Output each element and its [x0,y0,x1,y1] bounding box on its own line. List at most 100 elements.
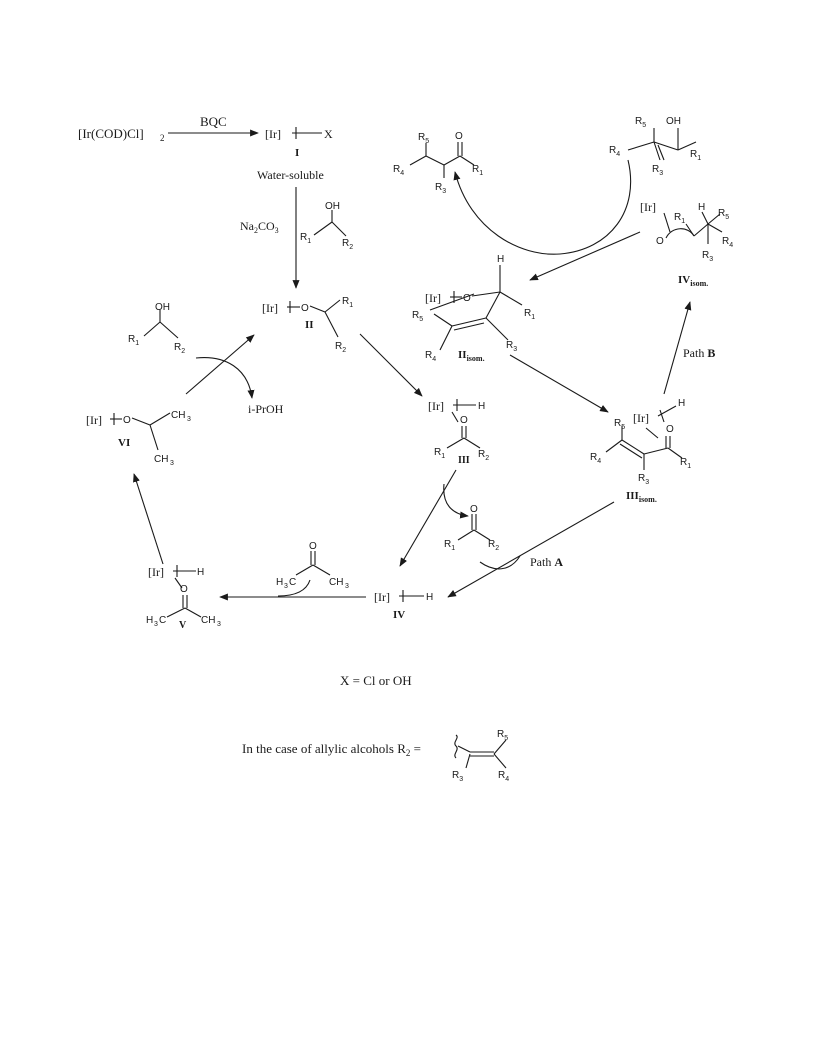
label-IV-isom: IVisom. [678,274,708,288]
bqc-label: BQC [200,114,227,129]
svg-text:R5: R5 [635,116,646,129]
svg-text:O: O [301,303,309,314]
label-IV: IV [393,609,405,621]
intermediate-II-isom: H [Ir] O R1 R5 R3 R4 IIisom. [412,254,535,363]
svg-text:O: O [123,415,131,426]
svg-text:[Ir]: [Ir] [86,413,102,427]
na2co3-label: Na2CO3 [240,219,279,235]
svg-text:H: H [497,254,504,265]
svg-text:R5: R5 [718,208,729,221]
ketone-product: O R1 R2 [444,504,499,552]
intermediate-II: [Ir] O R1 R2 II [262,296,353,354]
label-I: I [295,147,299,159]
arrow-III-to-IV [399,469,457,567]
svg-text:CH: CH [329,577,343,588]
svg-text:[Ir]: [Ir] [428,399,444,413]
intermediate-IV: [Ir] H IV [374,590,433,621]
arrow-path-A [447,501,615,598]
label-III: III [458,455,470,466]
svg-text:R3: R3 [652,164,663,177]
arrow-II-to-III [359,333,423,397]
precursor-complex: [Ir(COD)Cl] 2 [78,126,165,143]
svg-text:CH: CH [154,454,168,465]
svg-text:O: O [463,293,471,304]
svg-text:R1: R1 [472,164,483,177]
intermediate-III: [Ir] H O R1 R2 III [428,399,489,466]
acetone-in-curve [277,579,311,597]
svg-text:In the case of allylic alcohol: In the case of allylic alcohols R2 = [242,741,421,758]
svg-text:OH: OH [666,116,681,127]
svg-text:O: O [666,424,674,435]
svg-text:[Ir]: [Ir] [633,411,649,425]
svg-text:R5: R5 [418,132,429,145]
svg-text:R4: R4 [722,236,733,249]
label-II-isom: IIisom. [458,349,485,363]
catalyst-I: [Ir] X I Water-soluble [257,127,333,182]
svg-text:R3: R3 [452,770,463,783]
svg-text:R2: R2 [174,342,185,355]
svg-text:3: 3 [284,583,288,590]
svg-text:R5: R5 [412,310,423,323]
svg-text:3: 3 [217,621,221,628]
arrow-II-isom-to-III-isom [509,354,609,413]
svg-text:R4: R4 [393,164,404,177]
intermediate-III-isom: [Ir] H O R5 R4 R1 R3 IIIisom. [590,398,691,504]
svg-text:H: H [197,567,204,578]
svg-text:O: O [470,504,478,515]
x-definition: X = Cl or OH [340,673,412,688]
allylic-alcohol-substrate: R5 OH R4 R1 R3 [609,116,701,177]
svg-text:R2: R2 [478,449,489,462]
svg-text:3: 3 [170,460,174,467]
arrow-substrate-to-II-isom [529,231,641,281]
svg-text:R3: R3 [506,340,517,353]
substrate-alcohol-left: OH R1 R2 [128,302,185,355]
acetone-reagent: O H 3 C CH 3 [276,541,349,590]
wavy-bond-icon [454,734,458,759]
svg-text:H: H [478,401,485,412]
water-soluble-label: Water-soluble [257,168,324,182]
ketone-release-curve [443,483,469,519]
svg-text:CH: CH [171,410,185,421]
svg-text:[Ir]: [Ir] [640,200,656,214]
svg-text:R1: R1 [342,296,353,309]
svg-text:H: H [678,398,685,409]
svg-text:X: X [324,127,333,141]
svg-text:R1: R1 [434,447,445,460]
svg-text:H: H [426,592,433,603]
svg-text:[Ir]: [Ir] [148,565,164,579]
svg-text:OH: OH [325,201,340,212]
svg-text:R4: R4 [498,770,509,783]
svg-text:3: 3 [345,583,349,590]
svg-text:3: 3 [187,416,191,423]
svg-text:OH: OH [155,302,170,313]
substrate-alcohol-top: OH R1 R2 [300,201,353,251]
svg-text:H: H [698,202,705,213]
svg-text:R3: R3 [638,473,649,486]
svg-text:C: C [159,615,166,626]
svg-text:R1: R1 [128,334,139,347]
svg-text:[Ir(COD)Cl]: [Ir(COD)Cl] [78,126,144,141]
label-VI: VI [118,437,130,449]
svg-text:R1: R1 [300,232,311,245]
path-A-release-curve [479,555,521,570]
svg-text:R2: R2 [342,238,353,251]
intermediate-VI: [Ir] O CH 3 CH 3 VI [86,410,191,467]
svg-text:[Ir]: [Ir] [265,127,281,141]
svg-text:Na2CO3: Na2CO3 [240,219,279,235]
svg-text:H: H [276,577,283,588]
svg-text:R1: R1 [690,149,701,162]
saturated-ketone-product: R5 O R4 R1 R3 [393,131,483,195]
svg-text:2: 2 [160,133,165,143]
svg-text:R1: R1 [674,212,685,225]
label-V: V [179,620,187,631]
svg-text:R1: R1 [680,457,691,470]
ipr-oh-label: i-PrOH [248,402,284,416]
intermediate-IV-isom: [Ir] O H R1 R5 R4 R3 IVisom. [640,200,733,288]
svg-text:R4: R4 [609,145,620,158]
svg-text:H: H [146,615,153,626]
arrow-path-B [663,301,692,395]
path-A-label: Path A [530,555,563,569]
svg-text:O: O [455,131,463,142]
